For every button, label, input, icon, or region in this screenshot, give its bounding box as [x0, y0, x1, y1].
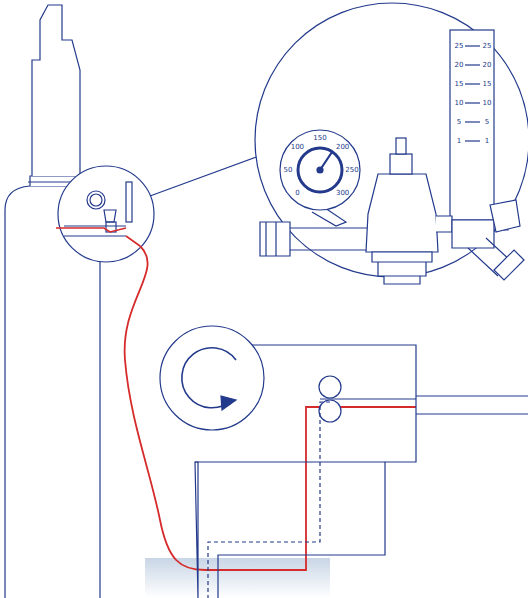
feed-roller: [319, 400, 341, 422]
wire-spool: [160, 326, 264, 430]
regulator-outlet: [372, 252, 432, 284]
gauge-number: 100: [291, 144, 304, 151]
flowmeter-tube: [450, 30, 494, 220]
gauge-number: 250: [345, 167, 358, 174]
scale-tick: [465, 140, 480, 141]
wire-path: [208, 402, 330, 598]
inlet-pipe: [285, 228, 368, 250]
cylinder-valve: [32, 5, 80, 176]
flow-scale-number: 1: [485, 138, 489, 145]
scale-tick: [465, 45, 480, 46]
gauge-number: 50: [284, 167, 293, 174]
inset-circle: [58, 166, 154, 262]
regulator-body: [366, 174, 438, 252]
scale-tick: [465, 121, 480, 122]
flow-scale-number: 15: [483, 81, 492, 88]
scale-tick: [465, 83, 480, 84]
zoom-leader: [150, 155, 262, 196]
ground: [145, 558, 330, 598]
flow-scale-number: 10: [455, 100, 464, 107]
gauge-number: 200: [336, 144, 349, 151]
feed-roller: [319, 376, 341, 398]
gauge-number: 150: [313, 135, 326, 142]
flow-scale-number: 15: [455, 81, 464, 88]
flow-scale-number: 5: [485, 119, 489, 126]
flow-scale-number: 5: [457, 119, 461, 126]
pressure-gauge: [280, 130, 360, 210]
scale-tick: [465, 102, 480, 103]
flow-scale-number: 1: [457, 138, 461, 145]
flow-scale-number: 25: [483, 43, 492, 50]
gas-hose: [125, 246, 416, 570]
torch-cable: [416, 396, 528, 414]
flow-scale-number: 25: [455, 43, 464, 50]
flow-scale-number: 10: [483, 100, 492, 107]
flow-scale-number: 20: [455, 62, 464, 69]
gauge-number: 0: [295, 189, 299, 196]
flow-scale-number: 20: [483, 62, 492, 69]
zoom-circle: [255, 3, 528, 277]
inlet-nut: [260, 222, 290, 256]
gauge-number: 300: [336, 189, 349, 196]
scale-tick: [465, 64, 480, 65]
